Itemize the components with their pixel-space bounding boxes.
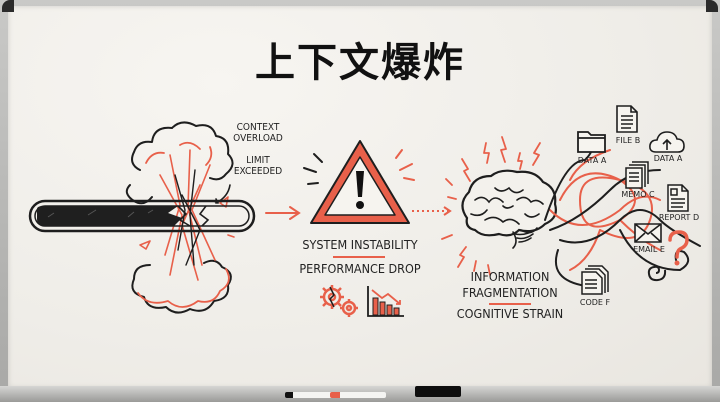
brain-icon (461, 169, 557, 249)
stacked-documents-icon (581, 265, 609, 295)
label-fragmentation: FRAGMENTATION (462, 285, 558, 300)
doc-label-email-e: EMAIL E (633, 245, 665, 254)
doc-label-report-d: REPORT D (658, 213, 700, 222)
warning-triangle-icon (310, 140, 410, 224)
dotted-arrow-icon (412, 206, 452, 216)
folder-icon (577, 131, 606, 153)
frame-corner (2, 0, 14, 12)
divider (489, 303, 531, 305)
doc-label-file-b: FILE B (615, 136, 641, 145)
document-icon (616, 105, 638, 133)
report-icon (667, 184, 689, 212)
arrow-right-icon (265, 206, 301, 220)
declining-bar-chart-icon (367, 286, 404, 317)
broken-gears-icon (320, 285, 358, 317)
doc-label-data-a: DATA A (577, 156, 607, 165)
question-mark-icon (668, 230, 689, 266)
stacked-documents-icon (625, 161, 649, 189)
progress-bar-icon (28, 199, 256, 233)
red-marker[interactable] (330, 392, 386, 398)
doc-label-memo-c: MEMO C (621, 190, 655, 199)
black-marker[interactable] (285, 392, 333, 398)
frame-corner (706, 0, 718, 12)
alert-burst-lines (303, 149, 415, 185)
doc-label-code-f: CODE F (579, 298, 611, 307)
label-performance-drop: PERFORMANCE DROP (299, 261, 421, 276)
divider (333, 256, 385, 258)
stress-bolts (441, 136, 541, 276)
label-cognitive-strain: COGNITIVE STRAIN (456, 306, 564, 321)
doc-label-data-a-cloud: DATA A (653, 154, 683, 163)
label-information: INFORMATION (470, 269, 550, 284)
spiral-icon (647, 265, 667, 282)
page-title: 上下文爆炸 (255, 40, 465, 86)
eraser[interactable] (415, 386, 461, 397)
envelope-icon (634, 223, 662, 243)
cloud-upload-icon (649, 131, 685, 153)
label-system-instability: SYSTEM INSTABILITY (302, 237, 418, 252)
